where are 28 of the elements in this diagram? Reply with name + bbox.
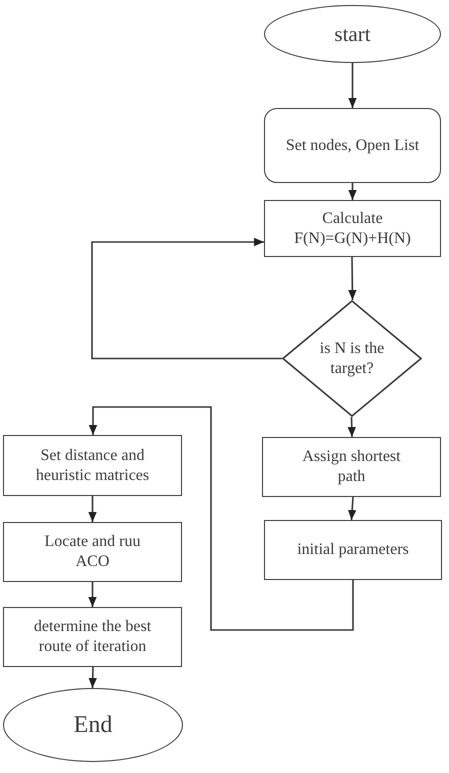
step-label: Locate and ruu ACO xyxy=(44,532,142,572)
flow-arrow xyxy=(348,63,357,108)
flow-arrow xyxy=(348,416,356,438)
flow-arrow xyxy=(88,582,97,607)
start-step-box xyxy=(264,108,441,183)
step-label: initial parameters xyxy=(297,540,409,560)
terminal-label: start xyxy=(334,20,371,48)
process-box xyxy=(3,435,182,496)
decision-diamond xyxy=(282,300,422,417)
process-box xyxy=(3,522,182,582)
process-box xyxy=(3,607,182,667)
step-label: Set distance and heuristic matrices xyxy=(34,446,150,486)
process-box xyxy=(264,200,441,257)
flow-arrow xyxy=(91,238,282,360)
terminal-label: End xyxy=(74,711,112,740)
flow-arrow xyxy=(348,257,357,300)
flow-arrow xyxy=(88,496,97,522)
process-box xyxy=(262,437,441,497)
flow-arrow xyxy=(88,666,97,688)
step-label: Set nodes, Open List xyxy=(286,136,420,156)
step-label: determine the best route of iteration xyxy=(32,617,152,657)
step-label: Calculate F(N)=G(N)+H(N) xyxy=(293,208,412,248)
decision-label: is N is the target? xyxy=(318,338,386,378)
process-box xyxy=(264,520,442,580)
flow-arrow xyxy=(88,406,354,631)
flow-arrow xyxy=(348,183,357,200)
flow-arrow xyxy=(348,496,356,520)
step-label: Assign shortest path xyxy=(301,447,402,487)
